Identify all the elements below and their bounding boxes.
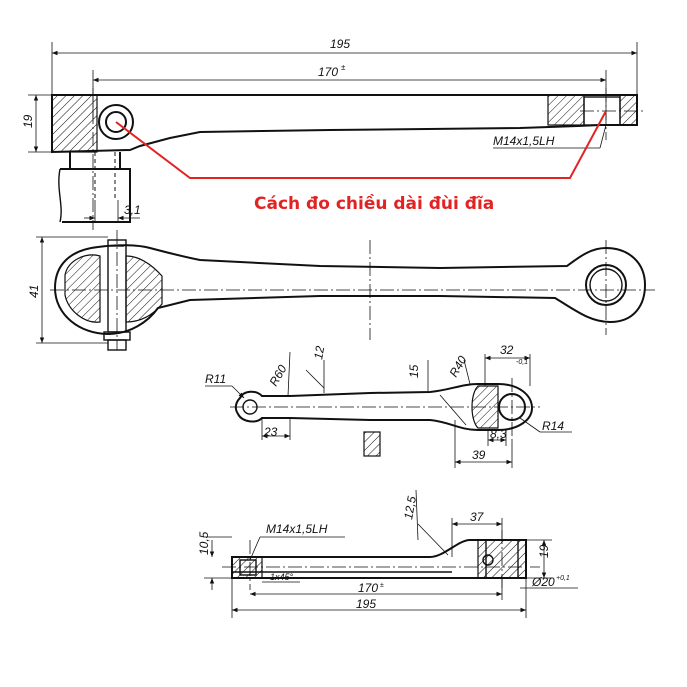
dim-bore-bottom-tolerance: +0,1 bbox=[556, 575, 570, 582]
dim-height-bottom: 19 bbox=[537, 544, 551, 558]
dim-r11: R11 bbox=[205, 372, 226, 386]
dim-pin-offset: 3,1 bbox=[124, 203, 141, 217]
dim-overall-length-bottom: 195 bbox=[356, 597, 376, 611]
plan-view: 41 bbox=[27, 230, 655, 351]
dim-8-3: 8,3 bbox=[490, 427, 507, 441]
bore-inner-circle bbox=[105, 111, 127, 133]
cross-section bbox=[363, 431, 381, 457]
dim-r14: R14 bbox=[542, 419, 564, 433]
dim-32: 32 bbox=[500, 343, 514, 357]
dim-r60: R60 bbox=[266, 362, 289, 388]
red-measure-line bbox=[115, 110, 607, 179]
dim-center-length-bottom-tolerance: ± bbox=[380, 582, 384, 589]
bottom-view: 10,5 M14x1,5LH 1x45° 12,5 37 19 170 ± 19… bbox=[197, 489, 578, 618]
dim-r40: R40 bbox=[446, 353, 469, 379]
dim-39: 39 bbox=[472, 448, 486, 462]
dim-10-5: 10,5 bbox=[197, 531, 211, 555]
dim-32-tolerance: -0,1 bbox=[516, 359, 528, 366]
measure-note: Cách đo chiều dài đùi đĩa bbox=[254, 193, 494, 214]
dim-overall-length-top: 195 bbox=[330, 37, 350, 51]
plan-arm-outline bbox=[53, 244, 647, 336]
dim-15: 15 bbox=[407, 364, 421, 378]
dim-center-length-top: 170 bbox=[318, 65, 338, 79]
plan-boss-hatch bbox=[64, 254, 101, 323]
dim-center-length-bottom: 170 bbox=[358, 581, 378, 595]
dim-12-5: 12,5 bbox=[401, 495, 419, 521]
top-view: 195 170 ± 19 M14x1,5LH bbox=[21, 37, 645, 230]
small-detail-view: R11 R60 12 15 R40 32 -0,1 23 8,3 bbox=[205, 343, 572, 468]
right-section-hatch bbox=[547, 94, 585, 126]
bore-outer-circle bbox=[98, 104, 134, 140]
dim-bore-bottom: Ø20 bbox=[531, 575, 555, 589]
thread-label-bottom: M14x1,5LH bbox=[266, 522, 328, 536]
dim-center-length-top-tolerance: ± bbox=[341, 63, 346, 72]
dim-37: 37 bbox=[470, 510, 485, 524]
chamfer-label-bottom: 1x45° bbox=[270, 572, 294, 582]
dim-12: 12 bbox=[311, 345, 327, 361]
small-arm-outline bbox=[234, 383, 534, 431]
dim-width-side: 41 bbox=[27, 285, 41, 298]
dim-height-top: 19 bbox=[21, 114, 35, 128]
left-section-hatch bbox=[51, 94, 98, 153]
thread-label-top: M14x1,5LH bbox=[493, 134, 555, 148]
dim-23: 23 bbox=[263, 425, 278, 439]
